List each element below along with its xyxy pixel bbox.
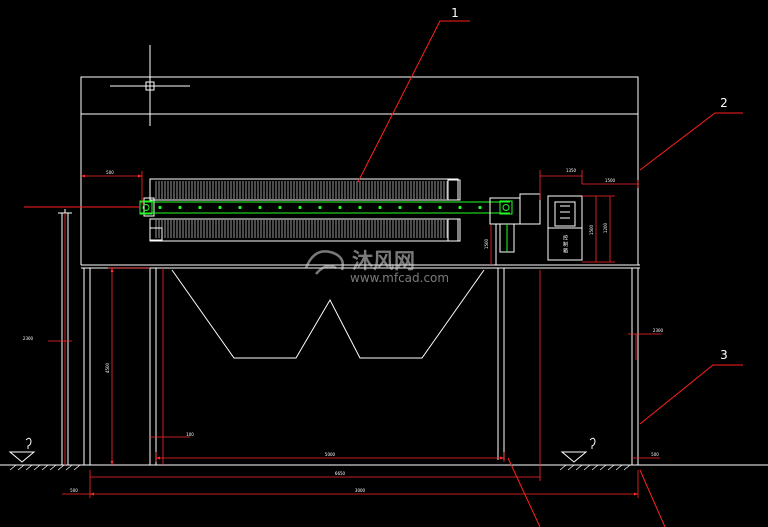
- controller-label: 控 制 箱: [562, 234, 568, 254]
- dim-cabinet-height-right: 1200: [603, 222, 608, 233]
- mfcad-logo-icon: [304, 250, 344, 275]
- callout-2: 2: [720, 96, 728, 110]
- conveyor-roller: [478, 205, 482, 210]
- ground-hatch-right: [559, 464, 631, 471]
- support-legs: [83, 268, 639, 465]
- conveyor-rollers: [158, 205, 482, 210]
- filter-press: [143, 178, 461, 242]
- conveyor-rails: [140, 201, 510, 214]
- ground-hatch-left: [9, 464, 81, 471]
- conveyor-roller: [438, 205, 442, 210]
- callout-leaders: [24, 20, 743, 527]
- roof-frame: [80, 76, 639, 265]
- dim-small-gap: 100: [186, 432, 194, 437]
- filter-plate-stack: [155, 181, 448, 238]
- dimension-lines: [48, 170, 662, 498]
- conveyor-roller: [178, 205, 182, 210]
- conveyor-roller: [398, 205, 402, 210]
- dimension-arrows: [81, 174, 638, 496]
- dim-right-foot: 500: [651, 452, 659, 457]
- conveyor-roller: [318, 205, 322, 210]
- conveyor-roller: [258, 205, 262, 210]
- dim-span-mid: 6650: [335, 471, 346, 476]
- dim-left-foot: 500: [70, 488, 78, 493]
- conveyor-roller: [218, 205, 222, 210]
- callout-3: 3: [720, 348, 728, 362]
- drive-unit: [489, 193, 541, 265]
- dim-cabinet-width: 1350: [566, 168, 577, 173]
- conveyor-sprocket-right-icon: [499, 200, 513, 215]
- dim-cabinet-height: 1500: [589, 224, 594, 235]
- conveyor-roller: [358, 205, 362, 210]
- controller-cabinet: [547, 195, 583, 261]
- dim-column-height: 4500: [105, 362, 110, 373]
- conveyor-roller: [278, 205, 282, 210]
- callout-1: 1: [451, 6, 459, 20]
- dim-press-clearance: 1500: [484, 238, 489, 249]
- press-head-left: [143, 197, 163, 241]
- conveyor-roller: [158, 205, 162, 210]
- conveyor-roller: [338, 205, 342, 210]
- press-head-right: [447, 179, 461, 242]
- level-marker-right-icon: [560, 437, 596, 463]
- conveyor-roller: [458, 205, 462, 210]
- crosshair-cursor-icon: [110, 45, 190, 126]
- conveyor-roller: [298, 205, 302, 210]
- dim-right-height: 2300: [653, 328, 664, 333]
- watermark-brand: 沐风网: [352, 249, 415, 273]
- dim-span-inner: 5000: [325, 452, 336, 457]
- conveyor-roller: [198, 205, 202, 210]
- conveyor-roller: [378, 205, 382, 210]
- watermark-url: www.mfcad.com: [350, 271, 449, 285]
- level-marker-left-icon: [8, 437, 36, 463]
- platform: [81, 264, 640, 269]
- dim-left-height: 2300: [23, 336, 34, 341]
- conveyor-roller: [238, 205, 242, 210]
- watermark: 沐风网 www.mfcad.com: [304, 249, 449, 285]
- dim-cabinet-gap: 1500: [605, 178, 616, 183]
- conveyor-roller: [418, 205, 422, 210]
- dim-span-total: 3000: [355, 488, 366, 493]
- collection-hopper: [171, 269, 485, 359]
- dim-top-left-offset: 500: [106, 170, 114, 175]
